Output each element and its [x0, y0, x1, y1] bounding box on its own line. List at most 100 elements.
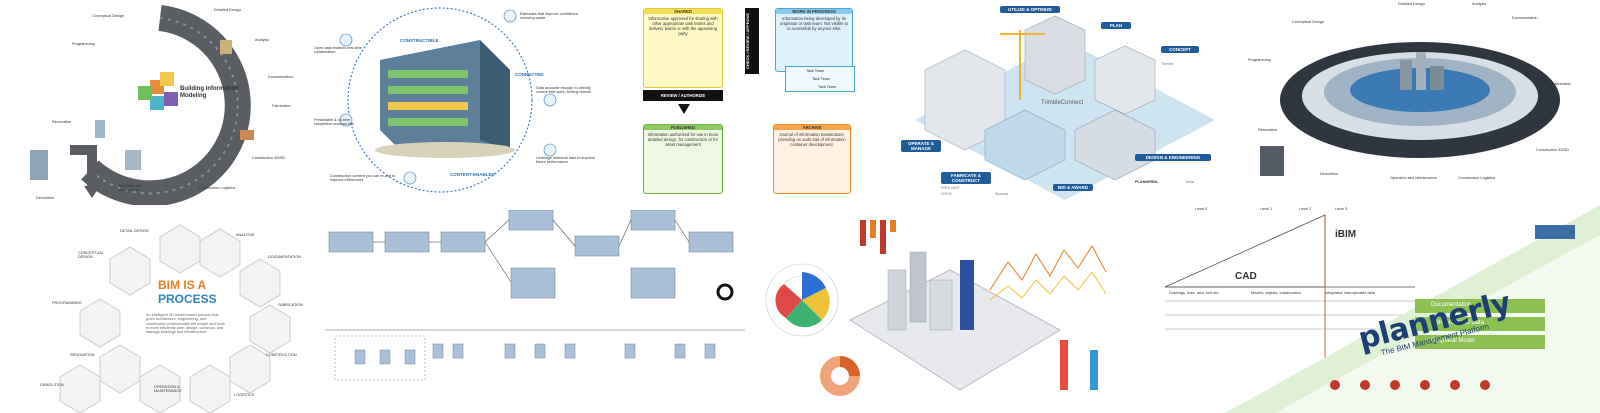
- maturity-row: Integrated, interoperable data: [1325, 291, 1375, 295]
- maturity-row: Models, objects, collaboration: [1251, 291, 1302, 295]
- ring-stage: Programming: [1248, 58, 1271, 62]
- cycle-stage: Construction 4D/5D: [252, 156, 286, 160]
- maturity-row: Drawings, lines, arcs, text etc.: [1169, 291, 1220, 295]
- vendor-logo: Trimble: [1161, 62, 1174, 66]
- process-stage: DOCUMENTATION: [268, 255, 301, 259]
- ring-label: CONNECTED: [515, 72, 544, 77]
- archive-card: ARCHIVE Journal of information transacti…: [773, 124, 851, 194]
- cycle-stage: Documentation: [268, 75, 294, 79]
- cycle-stage: Demolition: [36, 196, 54, 200]
- ring-stage: Fabrication: [1552, 82, 1571, 86]
- process-stage: ANALYSIS: [236, 233, 255, 237]
- stage-badge: UTILIZE & OPTIMIZE: [1000, 6, 1060, 13]
- process-stage: FABRICATION: [278, 303, 304, 307]
- task-team-label: Task Team: [818, 85, 837, 89]
- connected-building-diagram: CONSTRUCTIBLE CONNECTED CONTENT-ENABLED …: [310, 0, 600, 205]
- vendor-logo: PROLIANT: [941, 186, 960, 190]
- bim-maturity-diagram: Level 0 Level 1 Level 2 Level 3 CAD iBIM…: [1155, 205, 1600, 413]
- archive-title: ARCHIVE: [774, 125, 850, 131]
- task-team-label: Task Team: [806, 69, 825, 73]
- process-title-line1: BIM IS A: [158, 278, 207, 292]
- stage-badge: FABRICATE & CONSTRUCT: [941, 172, 991, 184]
- ring-stage: Operation and Maintenance: [1390, 176, 1437, 180]
- maturity-level: Level 2: [1299, 207, 1312, 211]
- maturity-level: Level 3: [1335, 207, 1348, 211]
- process-stage: PROGRAMMING: [52, 301, 82, 305]
- ring-platform-graphic: [1260, 42, 1560, 176]
- cad-label: CAD: [1235, 271, 1257, 282]
- cycle-stage: Conceptual Design: [92, 14, 125, 18]
- cycle-stage: Detailed Design: [214, 8, 241, 12]
- process-hexagons: [59, 224, 291, 413]
- stage-badge: BID & AWARD: [1053, 184, 1093, 191]
- ring-stage: Renovation: [1258, 128, 1278, 132]
- cycle-stage: Fabrication: [272, 104, 291, 108]
- maturity-level: Level 0: [1195, 207, 1208, 211]
- stage-badge: DESIGN & ENGINEERING: [1135, 154, 1211, 161]
- plannerly-item: Documentation: [1431, 302, 1472, 308]
- published-title: PUBLISHED: [644, 125, 722, 131]
- cde-diagram: SHARED Information approved for sharing …: [615, 0, 880, 205]
- shared-text: Information approved for sharing with ot…: [648, 16, 718, 37]
- building-note: Predictable & on-time completion reduces…: [314, 118, 354, 127]
- review-authorize-bar: REVIEW / AUTHORIZE: [643, 90, 723, 101]
- connected-ring-graphic: [339, 7, 557, 193]
- stage-badge: OPERATE & MANAGE: [901, 140, 941, 152]
- process-stage: DEMOLITION: [40, 383, 64, 387]
- ring-stage: Construction Logistics: [1458, 176, 1496, 180]
- ring-stage: Documentation: [1512, 16, 1538, 20]
- process-stage: CONSTRUCTION: [266, 353, 297, 357]
- task-team-stack: Task Team Task Team Task Team: [785, 66, 855, 92]
- shared-card: SHARED Information approved for sharing …: [643, 8, 723, 88]
- analytics-collage: [760, 210, 1145, 410]
- plannerly-item: Graphical Model: [1431, 338, 1475, 344]
- down-arrow: [678, 104, 690, 114]
- vendor-logo: Spectra: [995, 192, 1009, 196]
- ring-stage: Demolition: [1320, 172, 1338, 176]
- ring-label: CONTENT-ENABLED: [450, 172, 495, 177]
- plannerly-item: Non-Graphical Data: [1431, 320, 1485, 326]
- process-stage: OPERATION & MAINTENANCE: [154, 385, 182, 394]
- analytics-graphic: [765, 220, 1107, 396]
- wip-text: Information being developed by its origi…: [780, 16, 848, 32]
- task-team-label: Task Team: [812, 77, 831, 81]
- bim-process-diagram: BIM IS A PROCESS An intelligent 3D model…: [40, 215, 320, 413]
- building-note: Open data enables real-time collaboratio…: [314, 46, 362, 55]
- check-review-bar: CHECK / REVIEW / APPROVE: [745, 8, 759, 74]
- wip-card: WORK IN PROGRESS Information being devel…: [775, 8, 853, 72]
- building-note: Construction content you can re-use to i…: [330, 174, 396, 183]
- ring-stage: Conceptual Design: [1292, 20, 1325, 24]
- bim-ring-diagram: Conceptual Design Detailed Design Analys…: [1240, 0, 1600, 205]
- maturity-graphic: [1164, 205, 1600, 413]
- ring-stage: Analysis: [1472, 2, 1487, 6]
- process-stage: CONCEPTUAL DESIGN: [78, 251, 104, 260]
- archive-text: Journal of information transactions, pro…: [778, 132, 846, 148]
- cycle-center-title: Building Information Modeling: [180, 86, 239, 99]
- cycle-stage: Programming: [72, 42, 95, 46]
- process-title-line2: PROCESS: [158, 292, 217, 306]
- ring-stage: Detailed Design: [1398, 2, 1425, 6]
- building-note: Data accurate enough to directly control…: [536, 86, 591, 95]
- cycle-stage: Renovation: [52, 120, 72, 124]
- process-stage: DETAIL DESIGN: [120, 229, 149, 233]
- flowchart-graphic: [325, 210, 745, 381]
- trimble-connect-brand: TrimbleConnect: [1041, 100, 1084, 106]
- cycle-ring-graphic: [30, 5, 254, 205]
- bim-cycle-diagram: Building Information Modeling Conceptual…: [0, 0, 300, 205]
- stage-badge: CONCEPT: [1161, 46, 1199, 53]
- process-stage: RENOVATION: [70, 353, 95, 357]
- process-body: An intelligent 3D model-based process th…: [146, 313, 225, 335]
- vendor-logo: PLANNERDL: [1135, 180, 1159, 184]
- maturity-level: Level 1: [1260, 207, 1273, 211]
- digital-twin-diagram: UTILIZE & OPTIMIZE PLAN CONCEPT OPERATE …: [895, 0, 1230, 205]
- vendor-logo: VISTA: [941, 192, 952, 196]
- vendor-logo: Tekla: [1185, 180, 1194, 184]
- process-stage: LOGISTICS: [234, 393, 255, 397]
- building-note: Leverage historical data to improve futu…: [536, 156, 596, 165]
- stage-badge: PLAN: [1101, 22, 1131, 29]
- cycle-stage: Operation and Maintenance: [118, 184, 143, 193]
- ring-stage: Construction 4D/5D: [1536, 148, 1570, 152]
- cycle-stage: Analysis: [255, 38, 270, 42]
- building-note: Estimates that improve confidence, reduc…: [520, 12, 580, 21]
- shared-title: SHARED: [644, 9, 722, 15]
